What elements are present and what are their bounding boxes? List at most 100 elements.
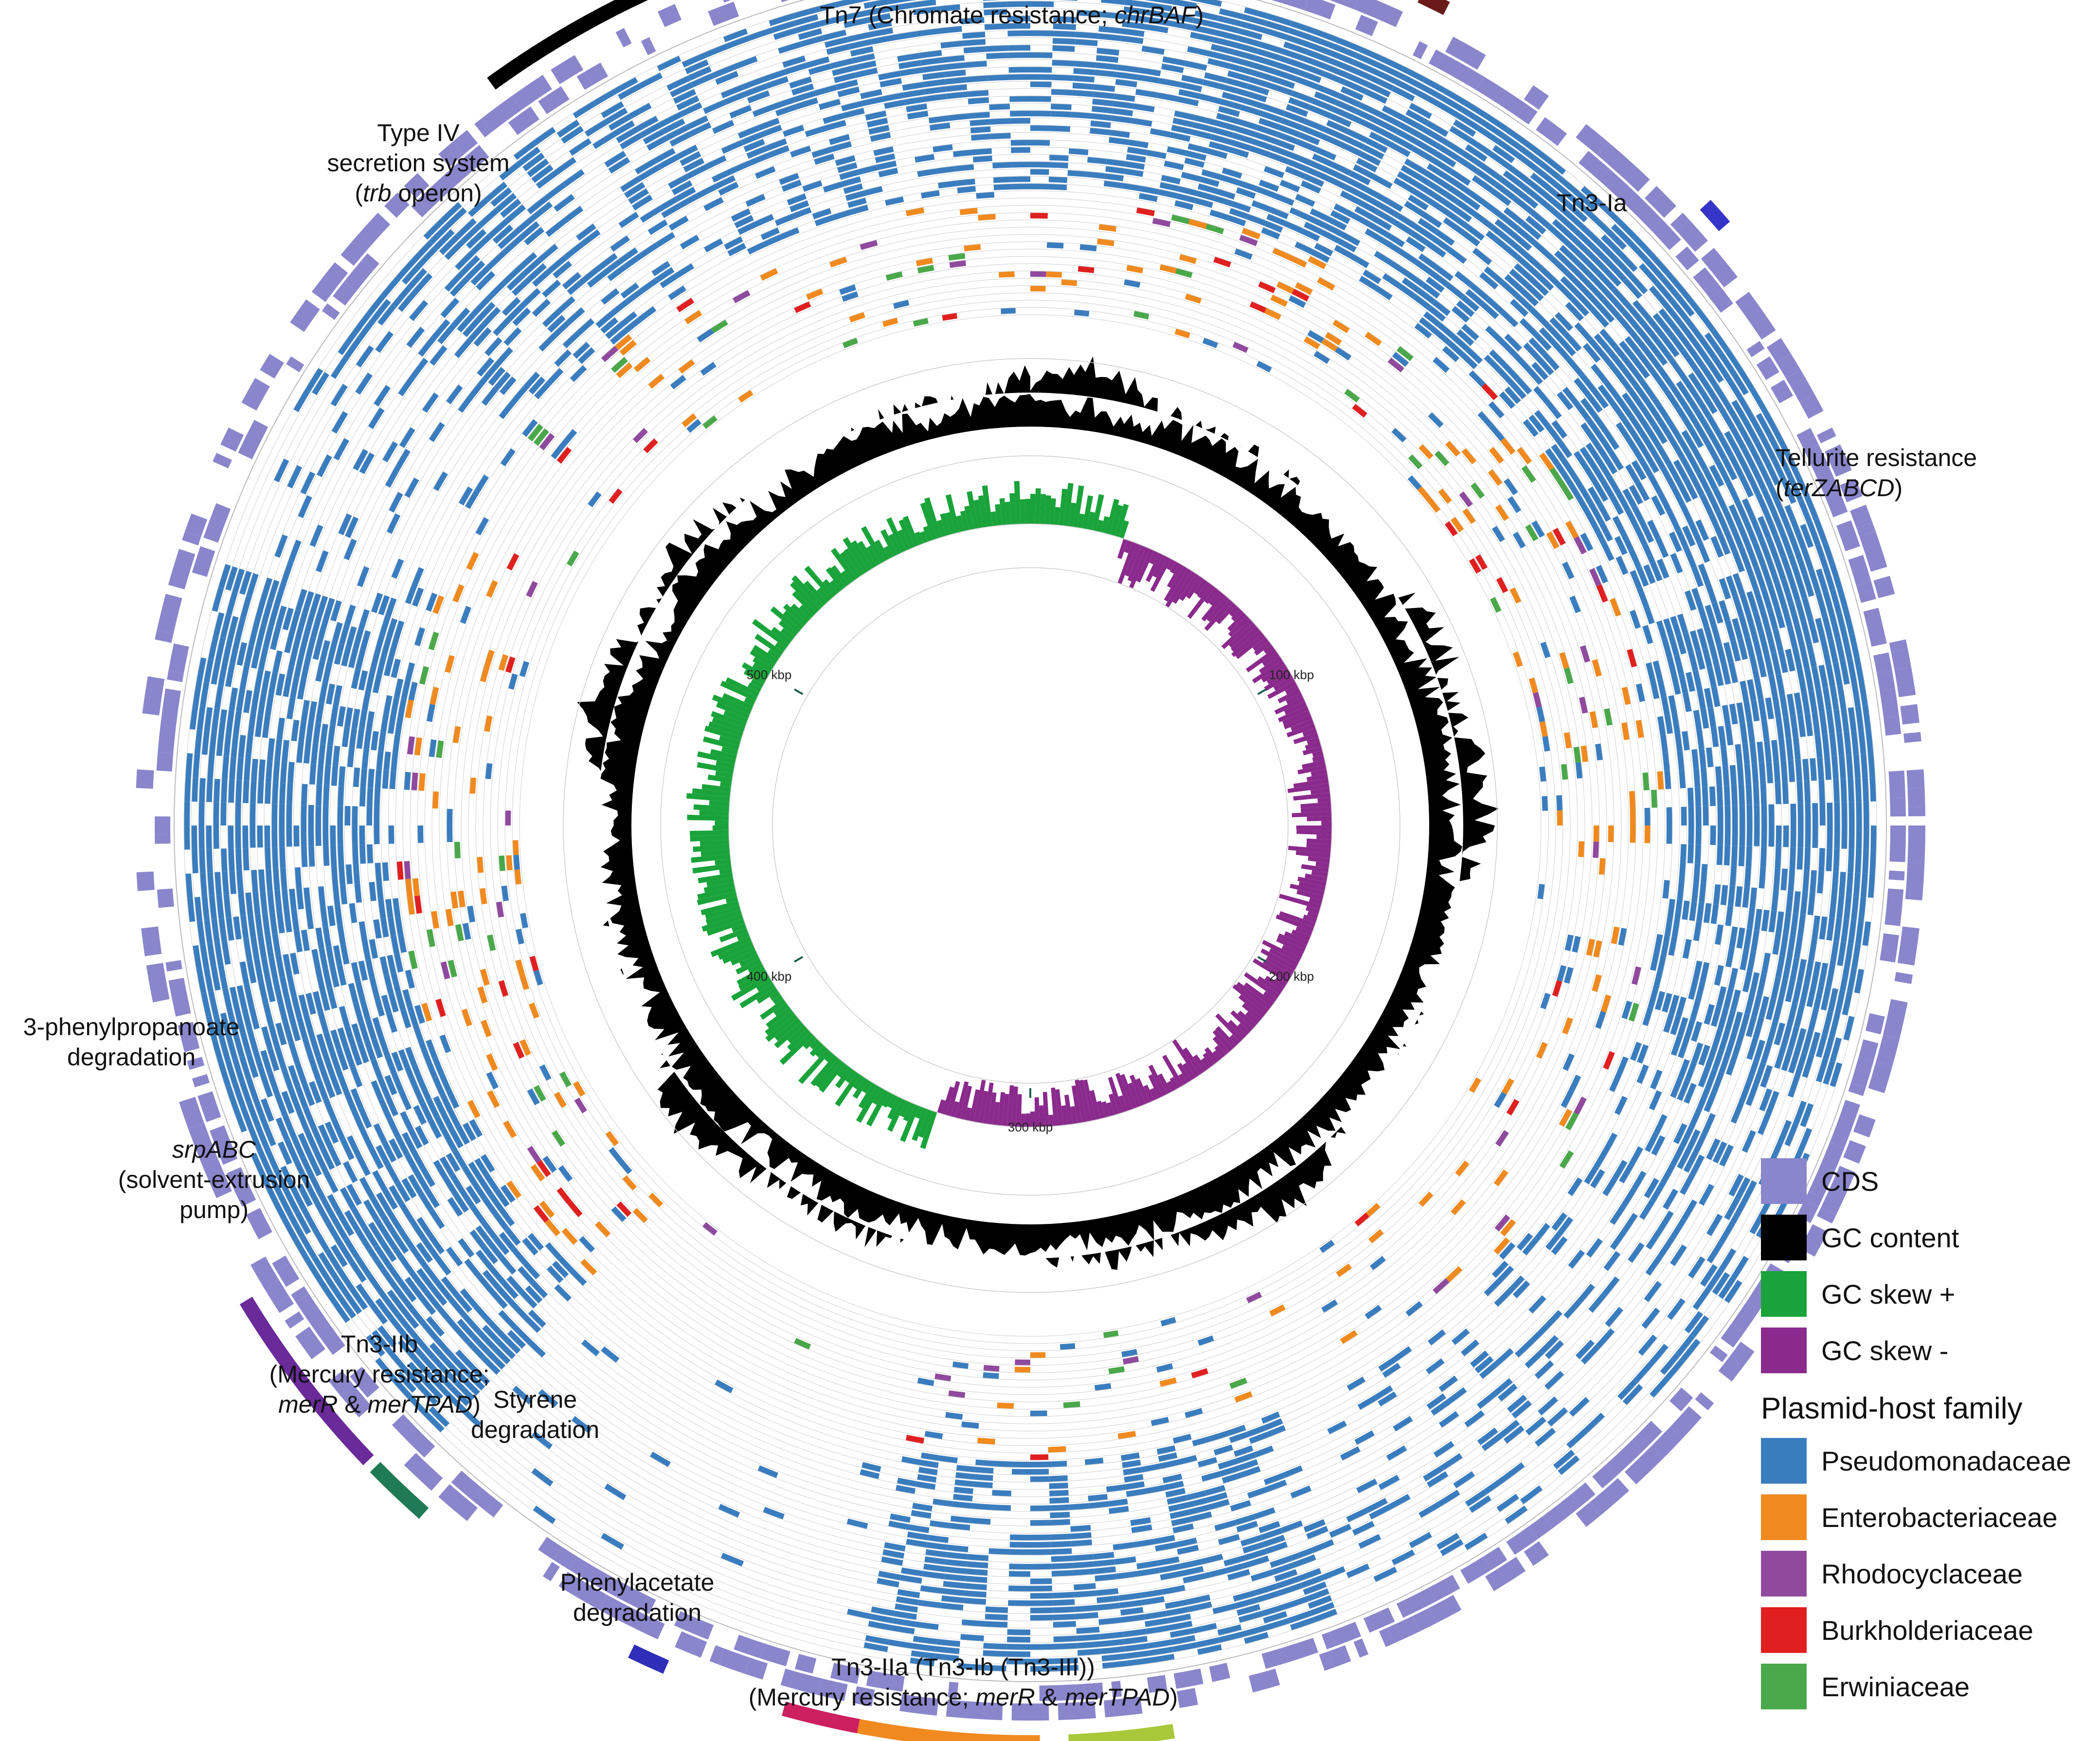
hit-segment xyxy=(976,192,995,199)
hit-segment xyxy=(1698,336,1717,359)
hit-segment xyxy=(983,1650,1007,1657)
hit-segment xyxy=(1703,806,1709,826)
hit-segment xyxy=(1830,564,1843,589)
hit-segment xyxy=(903,89,925,98)
hit-segment xyxy=(265,934,274,958)
hit-segment xyxy=(998,271,1015,278)
hit-segment xyxy=(268,672,278,695)
hit-segment xyxy=(544,182,566,200)
hit-segment xyxy=(1588,338,1607,359)
legend-swatch xyxy=(1761,1664,1807,1709)
hit-segment xyxy=(1011,147,1030,153)
hit-segment xyxy=(1265,1618,1290,1631)
gc-skew-positive xyxy=(741,662,769,681)
hit-segment xyxy=(213,612,225,637)
hit-segment xyxy=(1437,323,1456,340)
hit-segment xyxy=(433,471,448,491)
skew-guide-ring xyxy=(772,567,1289,1084)
hit-segment xyxy=(1808,938,1818,961)
hit-segment xyxy=(460,1288,478,1309)
hit-segment xyxy=(241,1007,253,1032)
hit-segment xyxy=(279,782,286,805)
hit-segment xyxy=(1236,1521,1258,1533)
hit-segment xyxy=(1593,842,1599,858)
hit-segment xyxy=(554,349,572,367)
hit-segment xyxy=(509,1300,527,1319)
hit-segment xyxy=(185,753,193,778)
cds-segment xyxy=(142,676,165,716)
hit-segment xyxy=(1138,67,1161,76)
gc-skew-negative xyxy=(1179,573,1200,601)
hit-segment xyxy=(1544,155,1566,175)
cds-segment xyxy=(1791,378,1815,403)
hit-segment xyxy=(1373,69,1398,85)
gc-skew-negative xyxy=(1286,693,1303,704)
gc-skew-negative xyxy=(946,1081,960,1116)
hit-segment xyxy=(191,849,198,874)
hit-segment xyxy=(260,1098,274,1122)
hit-segment xyxy=(1523,342,1541,361)
hit-segment xyxy=(1823,566,1836,591)
cds-segment xyxy=(192,1074,210,1088)
hit-segment xyxy=(1194,10,1219,21)
comparison-ring-line xyxy=(431,227,1629,1424)
hit-segment xyxy=(1597,384,1615,405)
hit-segment xyxy=(1678,322,1698,344)
hit-segment xyxy=(773,27,798,40)
hit-segment xyxy=(1180,1559,1203,1569)
hit-segment xyxy=(1711,1071,1724,1093)
hit-segment xyxy=(1662,993,1673,1013)
hit-segment xyxy=(866,117,888,128)
cds-segment xyxy=(553,1546,577,1570)
hit-segment xyxy=(455,1349,475,1370)
hit-segment xyxy=(1660,1353,1680,1375)
hit-segment xyxy=(1435,450,1450,467)
gc-skew-positive xyxy=(756,979,773,992)
hit-segment xyxy=(1792,647,1803,670)
hit-segment xyxy=(604,108,628,125)
hit-segment xyxy=(1475,554,1488,570)
hit-segment xyxy=(197,706,206,731)
gc-skew-positive xyxy=(787,1025,808,1044)
hit-segment xyxy=(911,1650,935,1659)
hit-segment xyxy=(1421,282,1440,299)
hit-segment xyxy=(1169,1509,1191,1519)
hit-segment xyxy=(1580,397,1597,417)
hit-segment xyxy=(473,327,492,347)
cds-segment xyxy=(1011,1703,1049,1721)
hit-segment xyxy=(325,1220,342,1244)
hit-segment xyxy=(610,300,628,316)
hit-segment xyxy=(1549,467,1564,485)
hit-segment xyxy=(238,893,246,916)
hit-segment xyxy=(1484,266,1504,284)
hit-segment xyxy=(1674,655,1685,675)
hit-segment xyxy=(1291,1547,1314,1561)
hit-segment xyxy=(419,1102,433,1122)
hit-segment xyxy=(711,168,733,183)
gc-skew-negative xyxy=(1016,1094,1022,1127)
gc-skew-negative xyxy=(1315,862,1330,868)
hit-segment xyxy=(1632,505,1646,526)
hit-segment xyxy=(1274,138,1295,151)
cds-segment xyxy=(220,427,244,452)
hit-segment xyxy=(1205,223,1224,234)
cds-segment xyxy=(1839,1099,1860,1122)
hit-segment xyxy=(843,108,865,119)
hit-segment xyxy=(208,991,219,1016)
hit-segment xyxy=(470,1365,490,1385)
hit-segment xyxy=(602,259,622,276)
hit-segment xyxy=(1695,519,1709,541)
hit-segment xyxy=(833,72,857,83)
hit-segment xyxy=(1822,734,1830,757)
hit-segment xyxy=(1761,952,1771,975)
cds-segment xyxy=(168,978,191,1017)
hit-segment xyxy=(1670,385,1687,407)
hit-segment xyxy=(842,10,866,21)
gc-skew-positive xyxy=(853,1075,865,1090)
hit-segment xyxy=(1570,296,1590,317)
hit-segment xyxy=(1418,253,1438,269)
kbp-tick-mark xyxy=(794,956,804,963)
hit-segment xyxy=(499,1232,515,1251)
hit-segment xyxy=(391,1376,411,1398)
